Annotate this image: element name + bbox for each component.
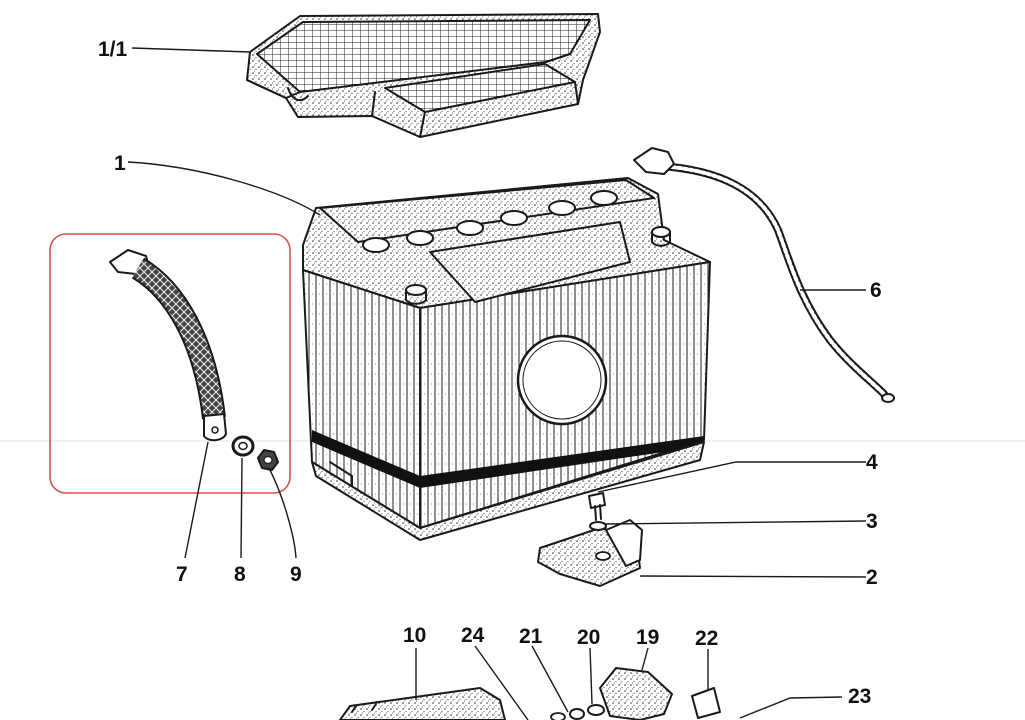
battery-cover <box>246 13 601 138</box>
callout-6: 6 <box>870 279 882 302</box>
ground-strap <box>109 249 227 442</box>
callout-4: 4 <box>866 451 878 474</box>
callout-21: 21 <box>519 625 543 648</box>
washer <box>589 521 607 531</box>
callout-9: 9 <box>290 563 302 586</box>
callout-22: 22 <box>695 627 718 650</box>
battery <box>302 177 711 541</box>
battery-terminal-post <box>405 226 671 305</box>
leader-lines <box>127 47 867 720</box>
positive-cable <box>633 147 895 403</box>
nut <box>257 449 279 471</box>
lock-washer <box>231 435 255 457</box>
callout-labels: 1/1 1 6 4 3 2 7 8 9 10 24 21 20 19 22 23 <box>98 38 882 708</box>
highlight-box <box>49 233 291 494</box>
callout-1: 1 <box>114 152 126 175</box>
callout-7: 7 <box>176 563 188 586</box>
callout-24: 24 <box>461 624 485 647</box>
lower-assembly <box>339 667 721 720</box>
callout-3: 3 <box>866 510 878 533</box>
callout-19: 19 <box>636 626 659 649</box>
callout-10: 10 <box>403 624 426 647</box>
battery-clamp-bracket <box>537 519 643 587</box>
callout-23: 23 <box>848 685 871 708</box>
callout-8: 8 <box>234 563 246 586</box>
battery-filler-caps <box>362 190 618 253</box>
callout-20: 20 <box>577 626 600 649</box>
callout-1-1: 1/1 <box>98 38 128 61</box>
bolt <box>588 492 606 521</box>
callout-2: 2 <box>866 566 878 589</box>
